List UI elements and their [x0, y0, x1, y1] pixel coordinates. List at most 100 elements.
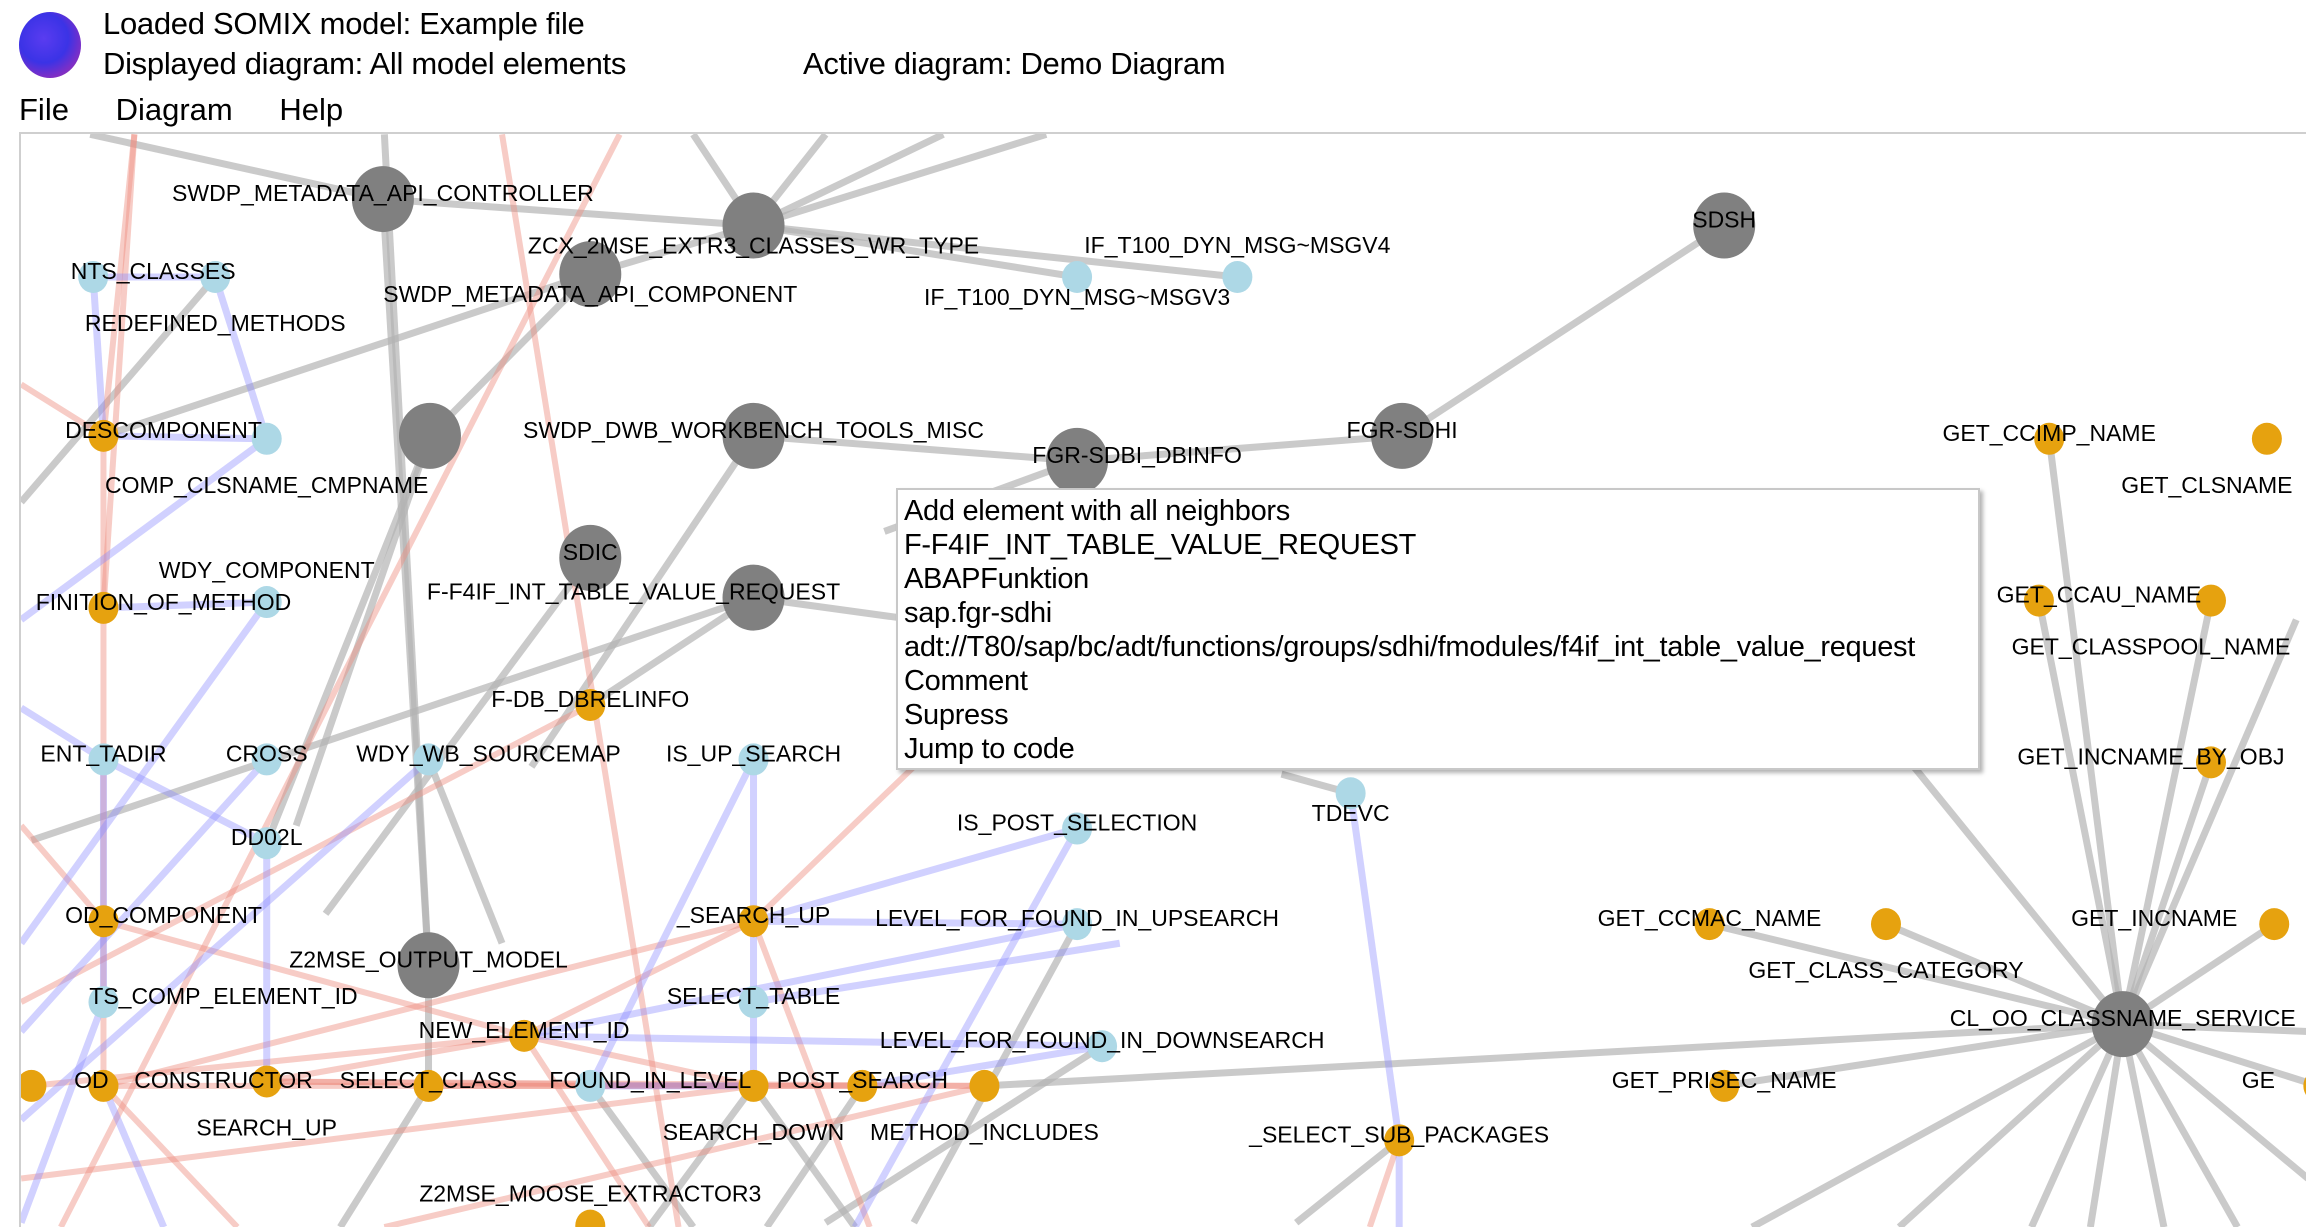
data-node[interactable] [251, 422, 282, 455]
node-label[interactable]: SELECT_TABLE [667, 983, 840, 1009]
node-label[interactable]: GET_INCNAME_BY_OBJ [2017, 743, 2284, 769]
data-node[interactable] [200, 261, 231, 294]
data-node[interactable] [88, 986, 119, 1019]
node-label[interactable]: GET_CLASSPOOL_NAME [2012, 634, 2291, 660]
data-node[interactable] [1062, 261, 1093, 294]
method-node[interactable] [2303, 1070, 2306, 1102]
data-node[interactable] [78, 261, 109, 294]
node-label[interactable]: OD [74, 1067, 109, 1093]
class-node[interactable] [722, 192, 785, 259]
node-label[interactable]: GET_CLASS_CATEGORY [1748, 957, 2023, 983]
node-label[interactable]: F-DB_DBRELINFO [491, 686, 689, 712]
menu-diagram[interactable]: Diagram [115, 92, 233, 127]
data-node[interactable] [88, 743, 119, 776]
data-node[interactable] [413, 743, 444, 776]
class-node[interactable] [722, 402, 785, 469]
ctx-jump-to-code[interactable]: Jump to code [904, 733, 1075, 765]
node-label[interactable]: IF_T100_DYN_MSG~MSGV4 [1084, 232, 1390, 258]
method-node[interactable] [2034, 422, 2065, 455]
method-node[interactable] [251, 1065, 282, 1098]
node-label[interactable]: FOUND_IN_LEVEL [549, 1067, 751, 1093]
node-label[interactable]: GET_PRISEC_NAME [1612, 1067, 1837, 1093]
method-node[interactable] [2195, 746, 2226, 779]
data-node[interactable] [1335, 777, 1366, 810]
method-node[interactable] [2195, 584, 2226, 617]
node-label[interactable]: REDEFINED_METHODS [85, 310, 346, 336]
method-node[interactable] [2251, 422, 2282, 455]
node-label[interactable]: COMP_CLSNAME_CMPNAME [105, 472, 428, 498]
node-label[interactable]: GET_CLSNAME [2121, 472, 2292, 498]
method-node[interactable] [413, 1069, 444, 1102]
node-label[interactable]: METHOD_INCLUDES [870, 1119, 1099, 1145]
method-node[interactable] [1870, 908, 1901, 941]
ctx-supress[interactable]: Supress [904, 699, 1009, 731]
node-label[interactable]: LEVEL_FOR_FOUND_IN_DOWNSEARCH [880, 1027, 1325, 1053]
node-label[interactable]: CL_OO_CLASSNAME_SERVICE [1950, 1005, 2296, 1031]
node-label[interactable]: SWDP_DWB_WORKBENCH_TOOLS_MISC [523, 417, 984, 443]
data-node[interactable] [1062, 908, 1093, 941]
node-label[interactable]: IF_T100_DYN_MSG~MSGV3 [924, 284, 1230, 310]
node-label[interactable]: FGR-SDBI_DBINFO [1032, 442, 1242, 468]
node-label[interactable]: CROSS [226, 740, 308, 766]
node-label[interactable]: LEVEL_FOR_FOUND_IN_UPSEARCH [875, 905, 1279, 931]
class-node[interactable] [559, 524, 622, 591]
method-node[interactable] [969, 1069, 1000, 1102]
node-label[interactable]: DESCOMPONENT [65, 417, 262, 443]
data-node[interactable] [251, 586, 282, 619]
graph-svg[interactable]: SWDP_METADATA_API_CONTROLLER ZCX_2MSE_EXT… [19, 132, 2306, 1227]
node-label[interactable]: CONSTRUCTOR [134, 1067, 312, 1093]
method-node[interactable] [509, 1019, 540, 1052]
node-label[interactable]: GET_CCAU_NAME [1997, 582, 2201, 608]
class-node[interactable] [398, 402, 461, 469]
method-node[interactable] [88, 419, 119, 452]
method-node[interactable] [575, 688, 606, 721]
method-node[interactable] [88, 591, 119, 624]
method-node[interactable] [738, 905, 769, 938]
node-label[interactable]: SEARCH_UP [196, 1114, 337, 1140]
node-label[interactable]: ENT_TADIR [40, 740, 166, 766]
method-node[interactable] [738, 1069, 769, 1102]
method-node[interactable] [575, 1209, 606, 1227]
node-label[interactable]: IS_POST_SELECTION [957, 810, 1197, 836]
node-label[interactable]: SWDP_METADATA_API_CONTROLLER [172, 180, 594, 206]
node-label[interactable]: FGR-SDHI [1347, 417, 1458, 443]
method-node[interactable] [1694, 908, 1725, 941]
method-node[interactable] [1384, 1124, 1415, 1157]
data-node[interactable] [1087, 1030, 1118, 1063]
node-label[interactable]: IS_UP_SEARCH [666, 740, 841, 766]
node-label[interactable]: _SELECT_SUB_PACKAGES [1248, 1121, 1549, 1147]
node-label[interactable]: GET_CCMAC_NAME [1598, 905, 1822, 931]
class-node[interactable] [351, 166, 414, 233]
method-node[interactable] [2259, 908, 2290, 941]
node-label[interactable]: Z2MSE_MOOSE_EXTRACTOR3 [419, 1181, 761, 1207]
method-node[interactable] [88, 1069, 119, 1102]
node-label[interactable]: Z2MSE_OUTPUT_MODEL [289, 946, 568, 972]
node-label[interactable]: GE [2242, 1067, 2275, 1093]
data-node[interactable] [575, 1069, 606, 1102]
method-node[interactable] [2023, 584, 2054, 617]
menu-file[interactable]: File [19, 92, 69, 127]
class-node[interactable] [2091, 991, 2154, 1058]
method-node[interactable] [1709, 1069, 1740, 1102]
data-node[interactable] [738, 986, 769, 1019]
node-label[interactable]: F-F4IF_INT_TABLE_VALUE_REQUEST [427, 579, 840, 605]
node-label[interactable]: FINITION_OF_METHOD [36, 589, 292, 615]
node-label[interactable]: SDIC [563, 539, 618, 565]
diagram-canvas[interactable]: SWDP_METADATA_API_CONTROLLER ZCX_2MSE_EXT… [19, 132, 2306, 1227]
method-node[interactable] [88, 905, 119, 938]
data-node[interactable] [251, 827, 282, 860]
method-node[interactable] [847, 1069, 878, 1102]
ctx-element-uri[interactable]: adt://T80/sap/bc/adt/functions/groups/sd… [904, 631, 1915, 663]
node-label[interactable]: SWDP_METADATA_API_COMPONENT [383, 281, 797, 307]
node-label[interactable]: _SEARCH_UP [676, 902, 830, 928]
node-label[interactable]: ZCX_2MSE_EXTR3_CLASSES_WR_TYPE [528, 233, 979, 259]
menu-help[interactable]: Help [279, 92, 344, 127]
class-node[interactable] [1046, 427, 1109, 494]
node-label[interactable]: TDEVC [1312, 800, 1390, 826]
node-label[interactable]: NTS_CLASSES [71, 258, 236, 284]
node-label[interactable]: DD02L [231, 824, 303, 850]
node-label[interactable]: GET_INCNAME [2071, 905, 2237, 931]
data-node[interactable] [738, 743, 769, 776]
ctx-comment[interactable]: Comment [904, 665, 1028, 697]
class-node[interactable] [1371, 402, 1434, 469]
